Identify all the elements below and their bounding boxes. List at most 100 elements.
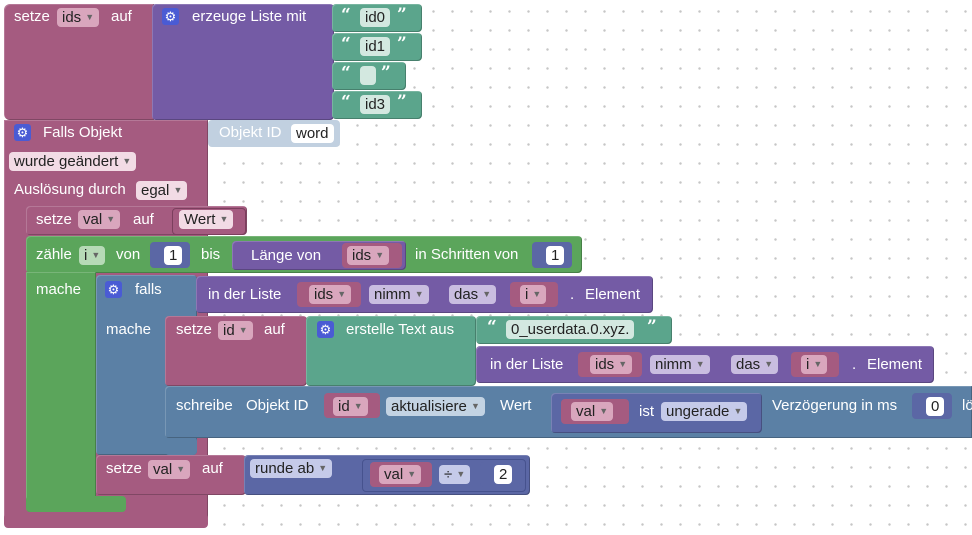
list-operation-dropdown[interactable]: nimm▼	[369, 285, 429, 304]
clear-label: lö	[962, 397, 972, 414]
open-quote-icon: “	[341, 63, 351, 83]
element-label: Element	[867, 356, 923, 373]
chevron-down-icon: ▼	[337, 289, 347, 299]
element-label: Element	[585, 286, 641, 303]
open-quote-icon: “	[487, 317, 497, 337]
val-variable-dropdown[interactable]: val▼	[78, 210, 121, 229]
write-label: schreibe	[176, 397, 233, 414]
text-join-block[interactable]	[306, 316, 476, 386]
is-label: ist	[639, 403, 654, 420]
list-item-text-field[interactable]: id3	[360, 95, 391, 114]
chevron-down-icon: ▼	[219, 214, 229, 224]
chevron-down-icon: ▼	[482, 289, 492, 299]
divisor-number-field[interactable]: 2	[494, 465, 513, 484]
close-quote-icon: ”	[381, 63, 391, 83]
auf-label: auf	[264, 321, 285, 338]
chevron-down-icon: ▼	[695, 359, 705, 369]
change-type-dropdown[interactable]: wurde geändert▼	[9, 152, 137, 171]
gear-icon[interactable]: ⚙	[14, 124, 31, 141]
gear-icon[interactable]: ⚙	[105, 281, 122, 298]
write-action-dropdown[interactable]: aktualisiere▼	[386, 397, 485, 416]
set-label: setze	[14, 8, 50, 25]
chevron-down-icon: ▼	[456, 469, 466, 479]
from-label: von	[116, 246, 141, 263]
delay-number-field[interactable]: 0	[926, 397, 945, 416]
value-label: Wert	[500, 397, 532, 414]
set-label: setze	[36, 211, 72, 228]
chevron-down-icon: ▼	[532, 289, 542, 299]
index-variable-dropdown[interactable]: i▼	[801, 355, 828, 374]
do-label: mache	[36, 281, 82, 298]
chevron-down-icon: ▼	[733, 406, 743, 416]
object-id-field[interactable]: word	[291, 124, 334, 143]
list-mode-dropdown[interactable]: das▼	[449, 285, 497, 304]
create-list-block[interactable]	[152, 4, 334, 120]
chevron-down-icon: ▼	[470, 401, 480, 411]
open-quote-icon: “	[341, 92, 351, 112]
chevron-down-icon: ▼	[375, 250, 385, 260]
chevron-down-icon: ▼	[618, 359, 628, 369]
chevron-down-icon: ▼	[91, 250, 101, 260]
auf-label: auf	[133, 211, 154, 228]
chevron-down-icon: ▼	[353, 401, 363, 411]
if-block-bottom	[165, 437, 197, 455]
list-mode-dropdown[interactable]: das▼	[731, 355, 779, 374]
chevron-down-icon: ▼	[106, 214, 116, 224]
val-variable-dropdown[interactable]: val▼	[148, 460, 191, 479]
list-item-text-field[interactable]: id1	[360, 37, 391, 56]
val-variable-dropdown[interactable]: val▼	[571, 402, 614, 421]
event-title: Falls Objekt	[43, 124, 123, 141]
ids-variable-dropdown[interactable]: ids▼	[347, 246, 390, 265]
arithmetic-operator-dropdown[interactable]: ÷▼	[439, 465, 471, 484]
from-number-field[interactable]: 1	[164, 246, 183, 265]
ids-variable-dropdown[interactable]: ids▼	[309, 285, 352, 304]
chevron-down-icon: ▼	[176, 464, 186, 474]
list-length-label: Länge von	[251, 247, 322, 264]
number-property-dropdown[interactable]: ungerade▼	[661, 402, 748, 421]
chevron-down-icon: ▼	[414, 289, 424, 299]
trigger-dropdown[interactable]: egal▼	[136, 181, 188, 200]
id-variable-dropdown[interactable]: id▼	[218, 321, 253, 340]
list-item-text-field[interactable]	[360, 66, 376, 85]
loop-variable-dropdown[interactable]: i▼	[79, 246, 106, 265]
set-label: setze	[176, 321, 212, 338]
list-item-text-field[interactable]: id0	[360, 8, 391, 27]
count-loop-bottom	[26, 496, 126, 512]
chevron-down-icon: ▼	[407, 469, 417, 479]
step-number-field[interactable]: 1	[546, 246, 565, 265]
create-text-label: erstelle Text aus	[346, 321, 455, 338]
list-operation-dropdown[interactable]: nimm▼	[650, 355, 710, 374]
chevron-down-icon: ▼	[122, 156, 132, 166]
chevron-down-icon: ▼	[238, 325, 248, 335]
round-operation-dropdown[interactable]: runde ab▼	[250, 459, 333, 478]
gear-icon[interactable]: ⚙	[162, 8, 179, 25]
in-list-label: in der Liste	[490, 356, 564, 373]
chevron-down-icon: ▼	[813, 359, 823, 369]
id-variable-dropdown[interactable]: id▼	[333, 397, 368, 416]
dot-label: .	[570, 286, 575, 303]
gear-icon[interactable]: ⚙	[317, 321, 334, 338]
ids-variable-dropdown[interactable]: ids▼	[590, 355, 633, 374]
close-quote-icon: ”	[397, 5, 407, 25]
if-label: falls	[135, 281, 162, 298]
create-list-label: erzeuge Liste mit	[192, 8, 307, 25]
chevron-down-icon: ▼	[599, 406, 609, 416]
open-quote-icon: “	[341, 5, 351, 25]
auf-label: auf	[202, 460, 223, 477]
open-quote-icon: “	[341, 34, 351, 54]
close-quote-icon: ”	[397, 92, 407, 112]
event-block-bottom-tab	[4, 514, 208, 528]
chevron-down-icon: ▼	[764, 359, 774, 369]
do-label: mache	[106, 321, 152, 338]
text-prefix-field[interactable]: 0_userdata.0.xyz.	[506, 320, 635, 339]
chevron-down-icon: ▼	[318, 463, 328, 473]
value-dropdown[interactable]: Wert▼	[179, 210, 234, 229]
set-label: setze	[106, 460, 142, 477]
ids-variable-dropdown[interactable]: ids▼	[57, 8, 100, 27]
object-id-label: Objekt ID	[219, 124, 282, 141]
val-variable-dropdown[interactable]: val▼	[379, 465, 422, 484]
close-quote-icon: ”	[397, 34, 407, 54]
auf-label: auf	[111, 8, 132, 25]
count-loop-body	[26, 272, 96, 512]
index-variable-dropdown[interactable]: i▼	[520, 285, 547, 304]
